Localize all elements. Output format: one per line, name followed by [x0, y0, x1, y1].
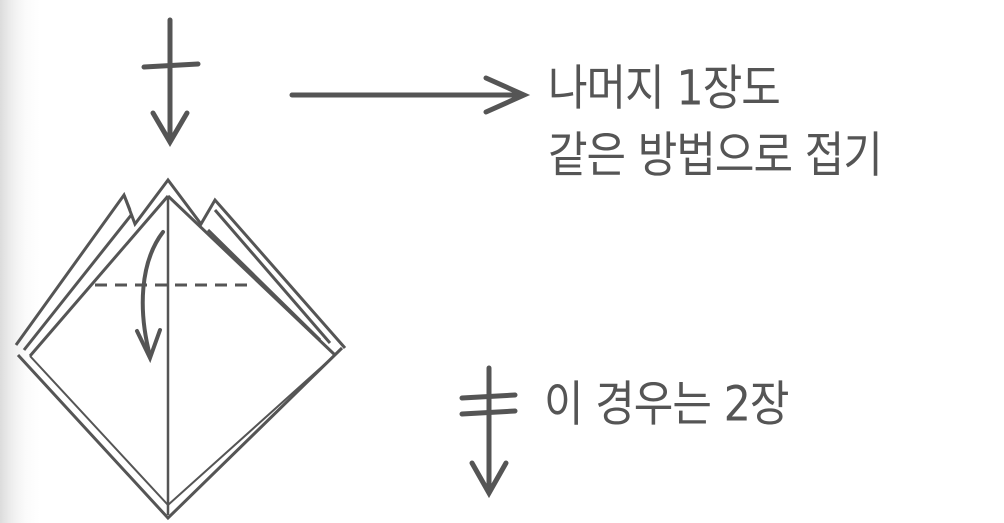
down-arrow-with-double-crossbar-icon — [459, 365, 518, 499]
origami-model — [14, 177, 347, 521]
flip-note: 이 경우는 2장 — [544, 376, 789, 433]
right-arrow-icon — [289, 75, 531, 115]
fold-down-curved-arrow-icon — [135, 230, 165, 364]
down-arrow-with-crossbar-icon — [141, 17, 201, 147]
instruction-line-1: 나머지 1장도 — [548, 60, 781, 117]
instruction-line-2: 같은 방법으로 접기 — [548, 127, 883, 184]
